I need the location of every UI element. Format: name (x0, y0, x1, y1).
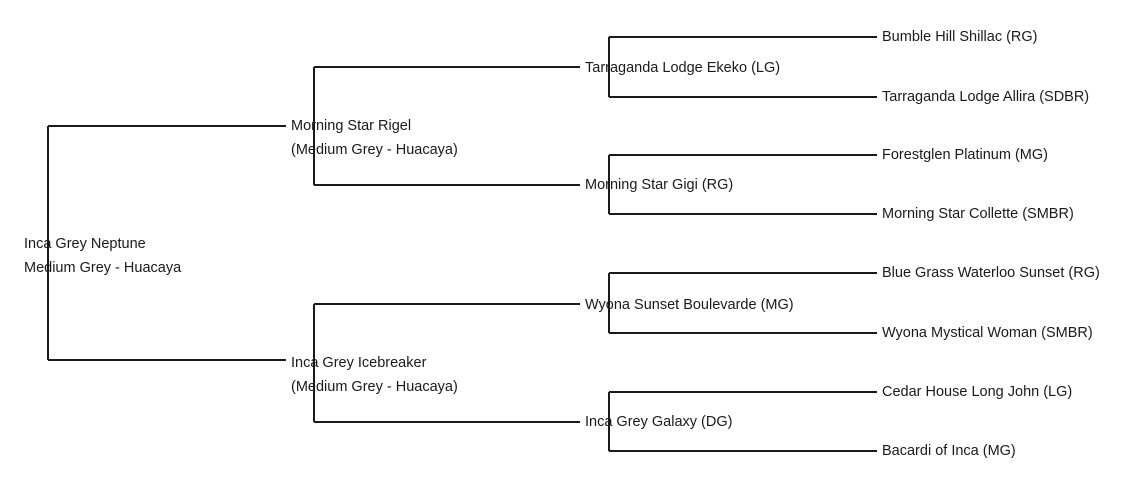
great-grandparent-4-name: Morning Star Collette (SMBR) (882, 206, 1074, 222)
pedigree-node-sire: Morning Star Rigel (Medium Grey - Huacay… (291, 119, 458, 157)
pedigree-node-great-grandparent-6: Wyona Mystical Woman (SMBR) (882, 326, 1093, 341)
pedigree-node-grandparent-4: Inca Grey Galaxy (DG) (585, 415, 732, 430)
pedigree-node-subject: Inca Grey Neptune Medium Grey - Huacaya (24, 237, 181, 275)
pedigree-node-great-grandparent-2: Tarraganda Lodge Allira (SDBR) (882, 90, 1089, 105)
great-grandparent-2-name: Tarraganda Lodge Allira (SDBR) (882, 89, 1090, 105)
dam-name: Inca Grey Icebreaker (291, 355, 427, 371)
sire-name: Morning Star Rigel (291, 118, 412, 134)
pedigree-node-great-grandparent-4: Morning Star Collette (SMBR) (882, 207, 1074, 222)
grandparent-1-name: Tarraganda Lodge Ekeko (LG) (585, 60, 781, 76)
pedigree-node-great-grandparent-1: Bumble Hill Shillac (RG) (882, 30, 1038, 45)
great-grandparent-7-name: Cedar House Long John (LG) (882, 384, 1073, 400)
pedigree-node-grandparent-2: Morning Star Gigi (RG) (585, 178, 733, 193)
great-grandparent-5-name: Blue Grass Waterloo Sunset (RG) (882, 265, 1100, 281)
pedigree-node-great-grandparent-5: Blue Grass Waterloo Sunset (RG) (882, 266, 1100, 281)
grandparent-4-name: Inca Grey Galaxy (DG) (585, 414, 733, 430)
dam-description: (Medium Grey - Huacaya) (291, 378, 458, 395)
great-grandparent-6-name: Wyona Mystical Woman (SMBR) (882, 325, 1093, 341)
pedigree-node-dam: Inca Grey Icebreaker (Medium Grey - Huac… (291, 356, 458, 394)
great-grandparent-3-name: Forestglen Platinum (MG) (882, 147, 1048, 163)
pedigree-node-great-grandparent-8: Bacardi of Inca (MG) (882, 444, 1016, 459)
pedigree-node-great-grandparent-7: Cedar House Long John (LG) (882, 385, 1072, 400)
great-grandparent-8-name: Bacardi of Inca (MG) (882, 443, 1016, 459)
grandparent-2-name: Morning Star Gigi (RG) (585, 177, 734, 193)
pedigree-node-grandparent-1: Tarraganda Lodge Ekeko (LG) (585, 61, 780, 76)
sire-description: (Medium Grey - Huacaya) (291, 141, 458, 158)
pedigree-node-great-grandparent-3: Forestglen Platinum (MG) (882, 148, 1048, 163)
great-grandparent-1-name: Bumble Hill Shillac (RG) (882, 29, 1038, 45)
subject-description: Medium Grey - Huacaya (24, 259, 182, 276)
grandparent-3-name: Wyona Sunset Boulevarde (MG) (585, 297, 794, 313)
pedigree-node-grandparent-3: Wyona Sunset Boulevarde (MG) (585, 298, 794, 313)
subject-name: Inca Grey Neptune (24, 236, 146, 252)
